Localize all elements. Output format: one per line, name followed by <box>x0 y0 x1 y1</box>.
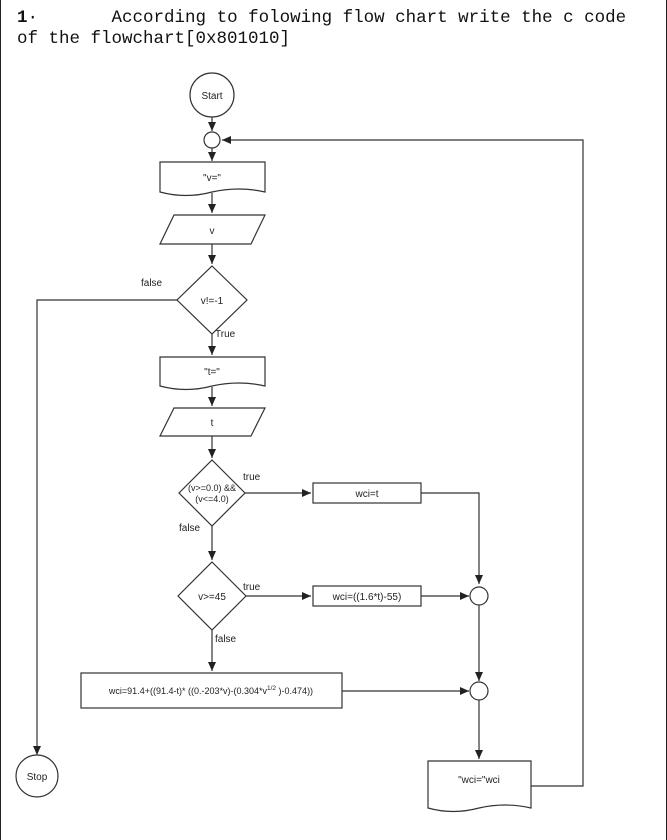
decision-2-false-label: false <box>179 523 201 534</box>
output-wci-label: "wci="wci <box>458 775 500 786</box>
decision-2-label-line-1: (v>=0.0) && <box>188 483 236 493</box>
decision-3-true-label: true <box>243 582 261 593</box>
start-label: Start <box>201 91 222 102</box>
loop-connector <box>203 131 221 149</box>
output-wci-document <box>427 760 532 813</box>
input-t-parallelogram <box>159 407 266 437</box>
prompt-t-label: "t=" <box>204 367 220 378</box>
merge-connector-2 <box>469 681 489 701</box>
prompt-v-label: "v=" <box>203 173 221 184</box>
stop-terminal <box>15 754 59 798</box>
decision-1-false-label: false <box>141 278 163 289</box>
input-t-label: t <box>211 418 214 429</box>
question-text: 1· According to folowing flow chart writ… <box>17 8 657 50</box>
decision-3-label: v>=45 <box>198 592 226 603</box>
question-number: 1 <box>17 8 28 28</box>
decision-1-label: v!=-1 <box>201 296 224 307</box>
input-v-parallelogram <box>159 214 266 245</box>
decision-2-label-line-2: (v<=4.0) <box>195 494 229 504</box>
decision-3-false-label: false <box>215 634 237 645</box>
decision-2-true-label: true <box>243 472 261 483</box>
input-v-label: v <box>210 226 215 237</box>
question-body: According to folowing flow chart write t… <box>17 8 637 49</box>
arrow-decision-1-to-stop <box>33 299 177 755</box>
process-3-label: wci=91.4+((91.4-t)* ((0.-203*v)-(0.304*v… <box>108 685 313 696</box>
stop-label: Stop <box>27 772 48 783</box>
merge-connector-1 <box>469 586 489 606</box>
arrow-process-1-to-connector-1 <box>421 492 483 584</box>
question-number-dot: · <box>27 8 39 28</box>
prompt-t-document <box>159 356 266 391</box>
decision-v-range <box>178 459 246 527</box>
process-wci-formula-2 <box>80 672 343 709</box>
process-2-label: wci=((1.6*t)-55) <box>332 592 402 603</box>
prompt-v-document <box>159 161 266 197</box>
decision-1-true-label: True <box>215 329 236 340</box>
arrow-loop-back <box>222 136 584 787</box>
process-1-label: wci=t <box>354 489 378 500</box>
